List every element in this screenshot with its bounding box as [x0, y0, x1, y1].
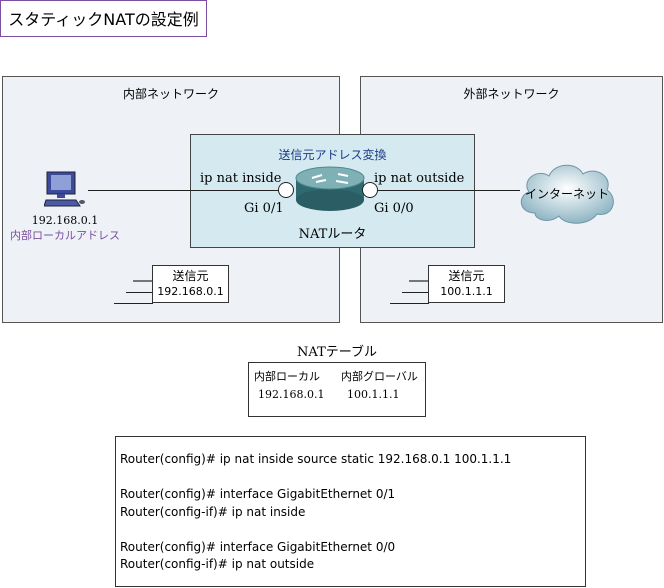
nat-table-cell: 192.168.0.1: [258, 388, 325, 401]
router-caption: 送信元アドレス変換: [278, 148, 387, 162]
gi00-port: [362, 182, 378, 198]
config-box: Router(config)# ip nat inside source sta…: [115, 436, 586, 587]
source-label: 送信元: [448, 269, 485, 283]
config-line: [120, 469, 585, 487]
config-line: Router(config)# interface GigabitEtherne…: [120, 539, 396, 554]
internet-label: インターネット: [524, 187, 609, 201]
packet-line: [126, 292, 153, 293]
router-icon: [295, 166, 365, 211]
inside-network-label: 内部ネットワーク: [122, 87, 219, 101]
pc-ip: 192.168.0.1: [31, 214, 99, 227]
inside-source-packet: 送信元 192.168.0.1: [152, 265, 229, 303]
nat-table: 内部ローカル 内部グローバル 192.168.0.1 100.1.1.1: [248, 362, 426, 417]
nat-table-cell: 100.1.1.1: [347, 388, 400, 401]
packet-line: [409, 280, 429, 282]
config-line: Router(config-if)# ip nat outside: [120, 557, 315, 571]
internet-cloud-icon: [520, 164, 614, 224]
source-ip: 192.168.0.1: [157, 285, 224, 298]
inside-link: [88, 190, 288, 191]
router-name: NATルータ: [298, 227, 367, 242]
config-line: Router(config)# interface GigabitEtherne…: [120, 487, 396, 501]
page-title: スタティックNATの設定例: [0, 0, 207, 37]
source-label: 送信元: [172, 269, 209, 283]
outside-network-label: 外部ネットワーク: [463, 87, 560, 101]
gi01-port: [278, 182, 294, 198]
outside-source-packet: 送信元 100.1.1.1: [428, 265, 505, 303]
packet-line: [390, 303, 429, 304]
inside-if-label: Gi 0/1: [244, 201, 284, 216]
config-line: Router(config)# ip nat inside source sta…: [120, 452, 512, 466]
pc-address-label: 内部ローカルアドレス: [10, 229, 120, 242]
packet-line: [114, 303, 153, 304]
source-ip: 100.1.1.1: [440, 285, 493, 298]
packet-line: [133, 280, 153, 282]
config-line: Router(config-if)# ip nat inside: [120, 504, 306, 519]
nat-table-header: 内部グローバル: [341, 370, 418, 383]
pc-icon: [44, 171, 85, 207]
config-line: [120, 521, 585, 539]
outside-if-label: Gi 0/0: [374, 201, 414, 216]
outside-link: [370, 190, 520, 191]
packet-line: [402, 292, 429, 293]
nat-table-title: NATテーブル: [297, 345, 377, 360]
outside-cmd-label: ip nat outside: [374, 171, 465, 186]
inside-cmd-label: ip nat inside: [200, 171, 282, 186]
nat-table-header: 内部ローカル: [254, 370, 320, 383]
